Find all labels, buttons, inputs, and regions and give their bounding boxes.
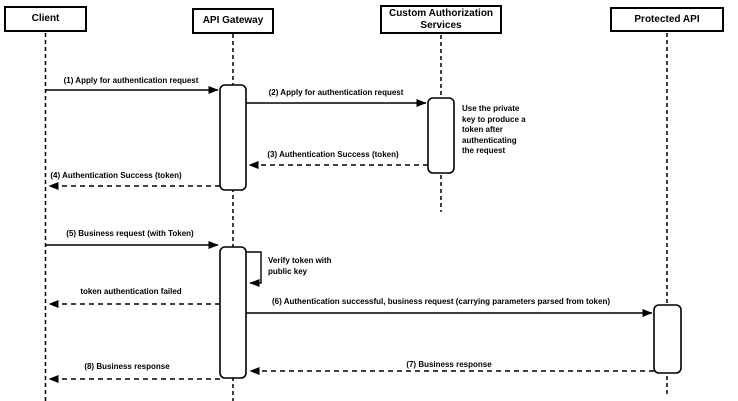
message-6-label: (6) Authentication successful, business … — [271, 297, 611, 306]
api-gateway-activation-1 — [219, 84, 247, 191]
actor-api-gateway: API Gateway — [192, 8, 274, 34]
actor-client: Client — [4, 6, 87, 32]
arrow-self-verify-token — [246, 251, 262, 287]
message-2-label: (2) Apply for authentication request — [268, 88, 404, 97]
actor-client-label: Client — [31, 13, 60, 25]
message-5-label: (5) Business request (with Token) — [66, 229, 194, 238]
actor-custom-authorization-services: Custom Authorization Services — [380, 5, 502, 34]
actor-protected-api: Protected API — [610, 7, 724, 32]
note-verify-token: Verify token with public key — [268, 256, 332, 276]
message-7-label: (7) Business response — [406, 360, 492, 369]
message-8-label: (8) Business response — [84, 362, 170, 371]
message-3-label: (3) Authentication Success (token) — [267, 150, 399, 159]
custom-auth-activation — [427, 97, 455, 174]
message-arrows — [45, 86, 654, 383]
protected-api-activation — [653, 304, 682, 374]
message-1-label: (1) Apply for authentication request — [63, 76, 199, 85]
message-4-label: (4) Authentication Success (token) — [50, 171, 182, 180]
actor-protected-api-label: Protected API — [634, 13, 700, 25]
message-token-failed-label: token authentication failed — [80, 287, 182, 296]
activation-bars — [219, 84, 682, 379]
api-gateway-activation-2 — [219, 246, 247, 379]
note-private-key: Use the private key to produce a token a… — [462, 104, 526, 155]
actor-api-gateway-label: API Gateway — [202, 15, 264, 27]
actor-custom-authorization-services-label: Custom Authorization Services — [388, 8, 494, 31]
